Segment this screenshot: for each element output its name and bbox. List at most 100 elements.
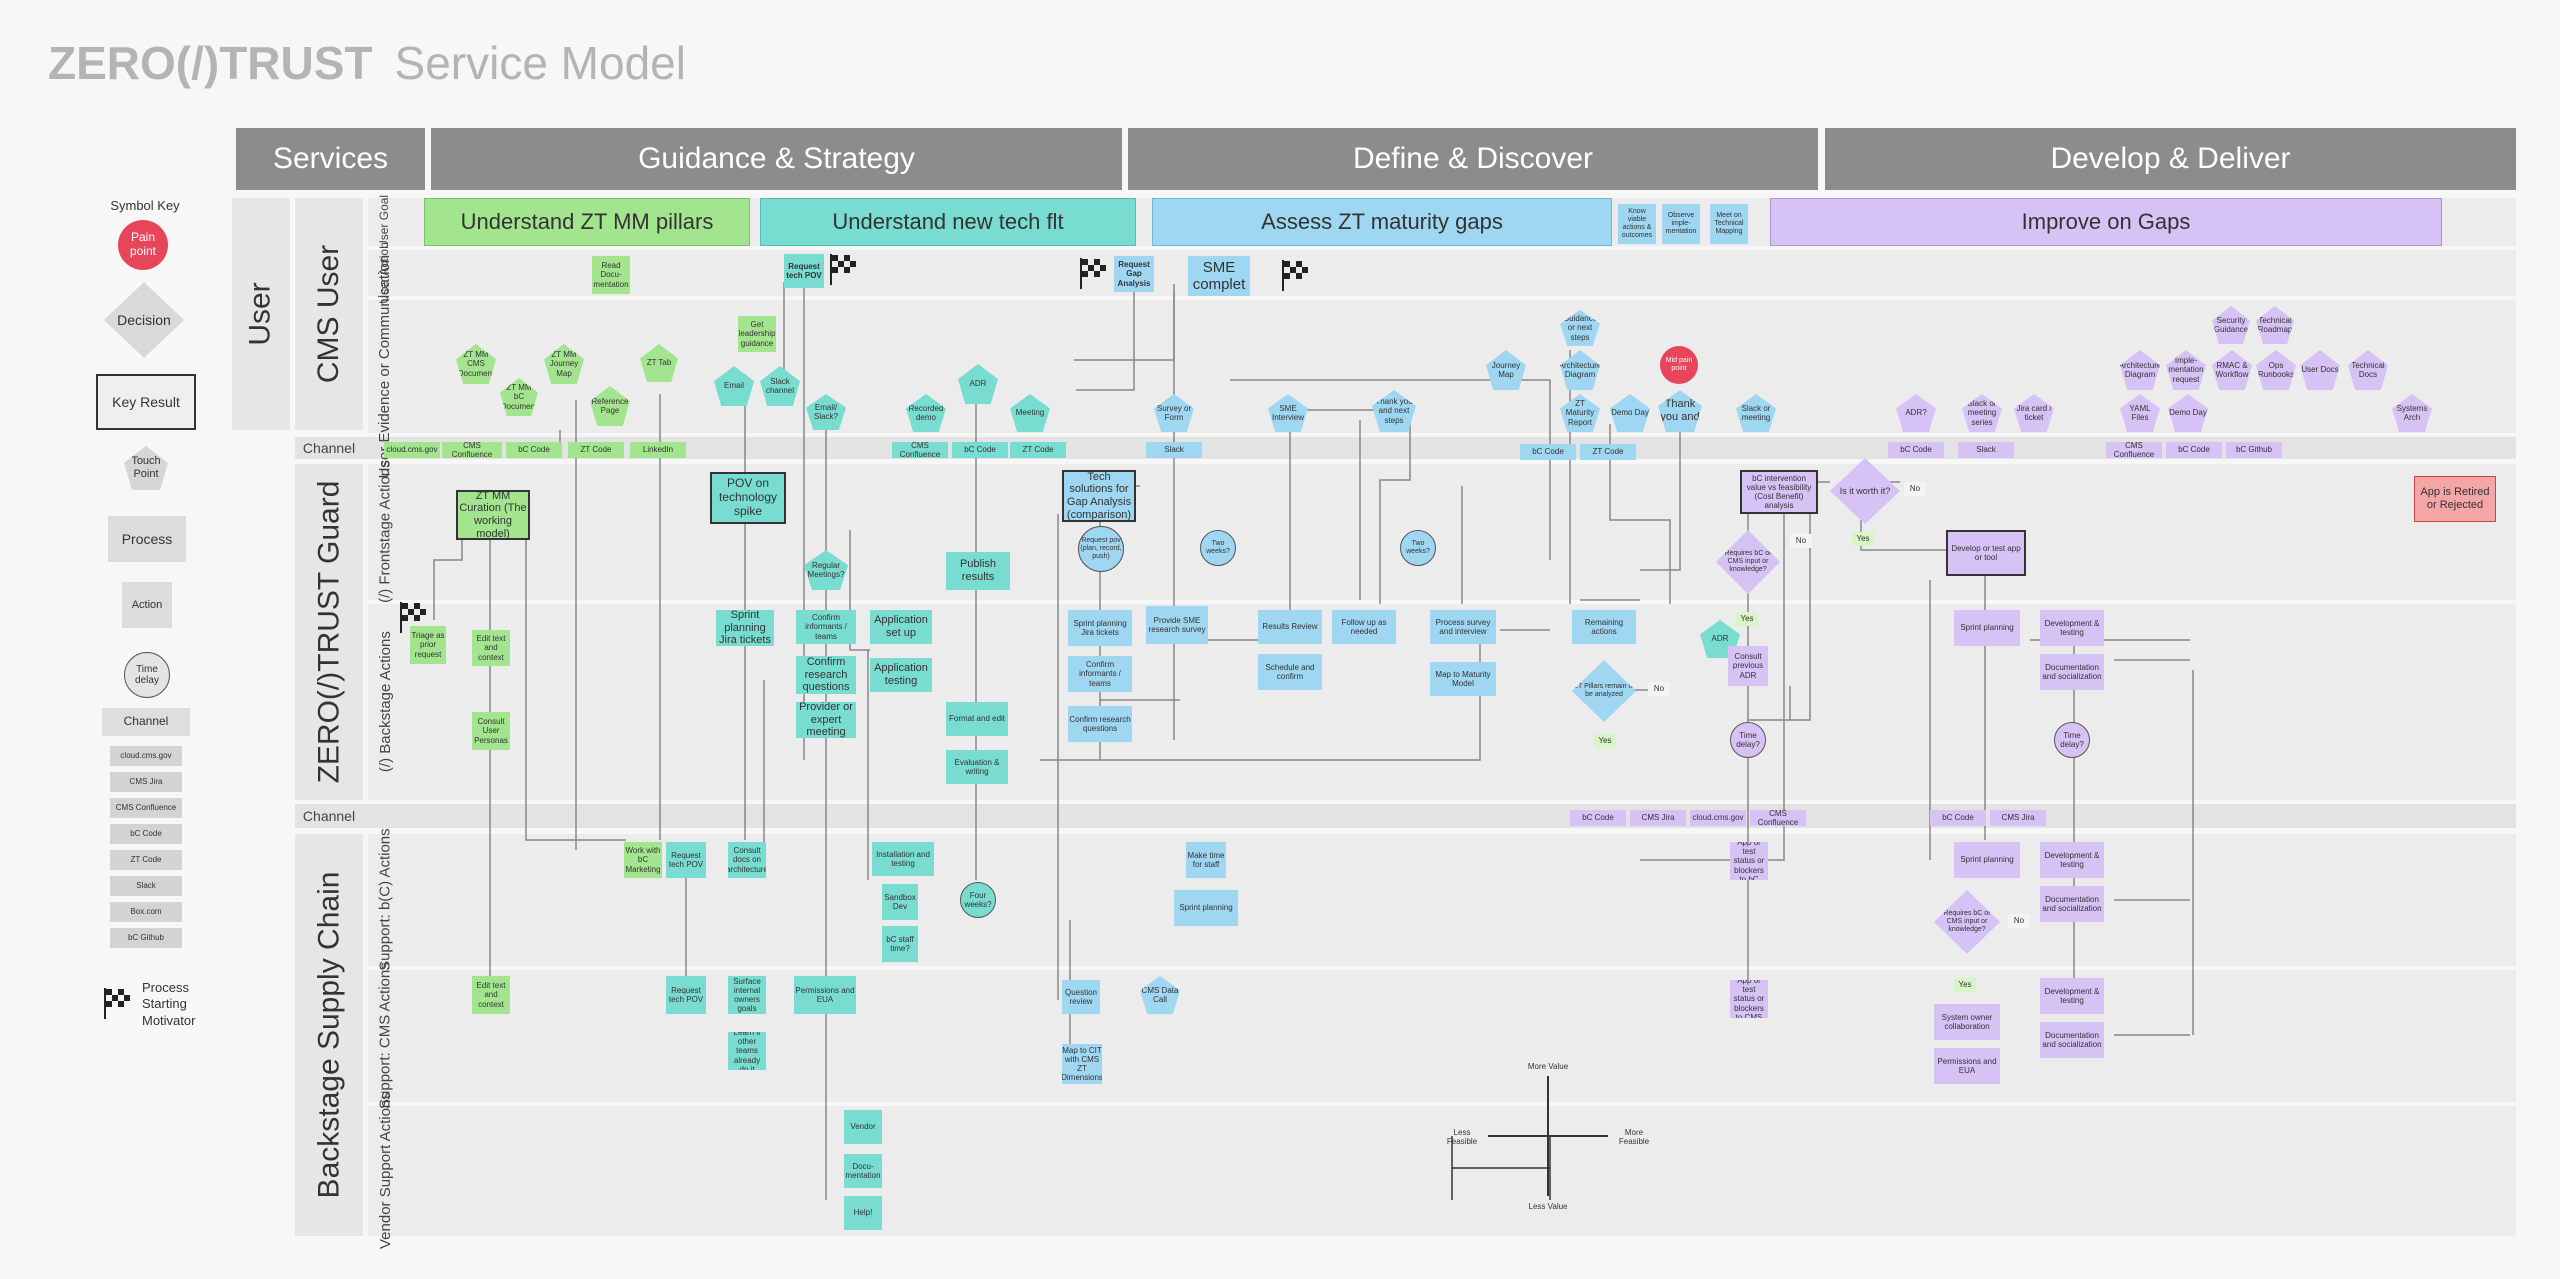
- checkered-flag-icon: [1078, 256, 1110, 290]
- node-consult-arch: Consult docs on architecture: [728, 842, 766, 878]
- node-edit-text-2: Edit text and context: [472, 976, 510, 1014]
- label-no: No: [1904, 482, 1926, 496]
- node-map-cit: Map to CIT with CMS ZT Dimensions: [1062, 1044, 1102, 1084]
- key-pain-point: Pain point: [118, 220, 168, 270]
- key-motivator: Process Starting Motivator: [142, 980, 196, 1028]
- label-yes: Yes: [1736, 612, 1758, 626]
- node-request-pov-cycle: Request pov (plan, record, push): [1078, 526, 1124, 572]
- checkered-flag-icon: [102, 986, 134, 1020]
- quadrant-more-feasible: More Feasible: [1618, 1128, 1650, 1146]
- node-zt-mm-curation: ZT MM Curation (The working model): [456, 490, 530, 540]
- channel-chip: bC Code: [1888, 442, 1944, 458]
- phase-services: Services: [236, 128, 425, 190]
- key-time-delay: Time delay: [124, 652, 170, 698]
- channel-chip: LinkedIn: [630, 442, 686, 458]
- label-no: No: [1790, 534, 1812, 548]
- goal-understand-tech: Understand new tech flt: [760, 198, 1136, 246]
- pain-point-icon: Mid pain point: [1660, 346, 1698, 384]
- node-bc-staff-time: bC staff time?: [882, 926, 918, 962]
- lane-zt-guard: ZERO(/)TRUST Guard: [295, 464, 363, 800]
- quadrant-less-feasible: Less Feasible: [1446, 1128, 1478, 1146]
- goal-assess-gaps: Assess ZT maturity gaps: [1152, 198, 1612, 246]
- goal-improve-gaps: Improve on Gaps: [1770, 198, 2442, 246]
- channel-chip: ZT Code: [1580, 444, 1636, 460]
- node-learn-teams: Learn if other teams already do it: [728, 1032, 766, 1070]
- node-doc-social: Documentation and socialization: [2040, 654, 2104, 690]
- channel-chip: bC Code: [1930, 810, 1986, 826]
- band-vendor: [368, 1106, 2516, 1236]
- node-time-delay: Time delay?: [1730, 722, 1766, 758]
- key-title: Symbol Key: [110, 198, 180, 213]
- band-support-cms: [368, 970, 2516, 1102]
- channel-chip: CMS Confluence: [2106, 442, 2162, 458]
- label-yes: Yes: [1954, 978, 1976, 992]
- node-dev-testing-2: Development & testing: [2040, 842, 2104, 878]
- channel-chip: ZT Code: [1010, 442, 1066, 458]
- node-permissions-eua-2: Permissions and EUA: [1934, 1048, 2000, 1084]
- band-channel2: [295, 804, 2516, 828]
- key-channel-item: ZT Code: [110, 850, 182, 870]
- key-channel-item: cloud.cms.gov: [110, 746, 182, 766]
- key-process: Process: [108, 516, 186, 562]
- node-vendor-help: Help!: [844, 1196, 882, 1230]
- node-sandbox-dev: Sandbox Dev: [882, 884, 918, 920]
- node-sme-complete: SME complet: [1188, 256, 1250, 296]
- node-dev-testing-3: Development & testing: [2040, 978, 2104, 1014]
- goal-small: Know viable actions & outcomes: [1618, 204, 1656, 244]
- key-action: Action: [122, 582, 172, 628]
- channel-chip: bC Code: [506, 442, 562, 458]
- key-channel-item: CMS Confluence: [110, 798, 182, 818]
- lane-user: User: [232, 198, 290, 430]
- node-confirm-informants-2: Confirm informants / teams: [1068, 656, 1132, 692]
- channel-chip: CMS Confluence: [442, 442, 502, 458]
- band-action: [368, 250, 2516, 296]
- key-key-result: Key Result: [96, 374, 196, 430]
- label-no: No: [2008, 914, 2030, 928]
- node-get-leadership: Get leadership guidance: [738, 316, 776, 352]
- node-confirm-research-2: Confirm research questions: [1068, 706, 1132, 742]
- node-sprint-planning-3: Sprint planning: [1954, 842, 2020, 878]
- node-sprint-jira: Sprint planning Jira tickets: [716, 610, 774, 646]
- node-system-owner: System owner collaboration: [1934, 1004, 2000, 1040]
- phase-develop-deliver: Develop & Deliver: [1825, 128, 2516, 190]
- label-yes: Yes: [1594, 734, 1616, 748]
- node-request-tech-pov-3: Request tech POV: [666, 976, 706, 1014]
- key-channel-item: CMS Jira: [110, 772, 182, 792]
- page-subtitle: Service Model: [394, 37, 686, 89]
- node-doc-social-3: Documentation and socialization: [2040, 1022, 2104, 1058]
- node-question-review: Question review: [1062, 980, 1100, 1014]
- node-vendor-demo: Vendor: [844, 1110, 882, 1144]
- channel-chip: bC Github: [2226, 442, 2282, 458]
- node-four-weeks: Four weeks?: [960, 882, 996, 918]
- label-yes: Yes: [1852, 532, 1874, 546]
- channel-chip: Slack: [1146, 442, 1202, 458]
- lane-supply-chain: Backstage Supply Chain: [295, 834, 363, 1236]
- node-consult-personas: Consult User Personas: [472, 712, 510, 750]
- node-arch-diagram-2: Architecture Diagram: [2120, 350, 2160, 390]
- node-two-weeks-2: Two weeks?: [1400, 530, 1436, 566]
- node-sprint-jira-2: Sprint planning Jira tickets: [1068, 610, 1132, 646]
- goal-small: Meet on Technical Mapping: [1710, 204, 1748, 244]
- channel-chip: bC Code: [952, 442, 1008, 458]
- goal-small: Observe imple-mentation: [1662, 204, 1700, 244]
- phase-define-discover: Define & Discover: [1128, 128, 1818, 190]
- key-channel-item: Box.com: [110, 902, 182, 922]
- key-channel-item: Slack: [110, 876, 182, 896]
- channel-chip: Slack: [1958, 442, 2014, 458]
- node-bc-value-analysis: bC intervention value vs feasibility (Co…: [1740, 470, 1818, 514]
- node-confirm-informants: Confirm informants / teams: [796, 610, 856, 644]
- node-sprint-planning-2: Sprint planning: [1174, 890, 1238, 926]
- node-app-setup: Application set up: [870, 610, 932, 644]
- node-make-time: Make time for staff: [1186, 842, 1226, 878]
- node-format-edit: Format and edit: [946, 702, 1008, 736]
- channel-chip: CMS Jira: [1990, 810, 2046, 826]
- node-publish-results: Publish results: [946, 552, 1010, 590]
- node-remaining-actions: Remaining actions: [1572, 610, 1636, 644]
- node-process-survey: Process survey and interview: [1430, 610, 1496, 644]
- node-doc-social-2: Documentation and socialization: [2040, 886, 2104, 922]
- checkered-flag-icon: [1280, 258, 1312, 292]
- quadrant-more-value: More Value: [1527, 1062, 1569, 1072]
- label-no: No: [1648, 682, 1670, 696]
